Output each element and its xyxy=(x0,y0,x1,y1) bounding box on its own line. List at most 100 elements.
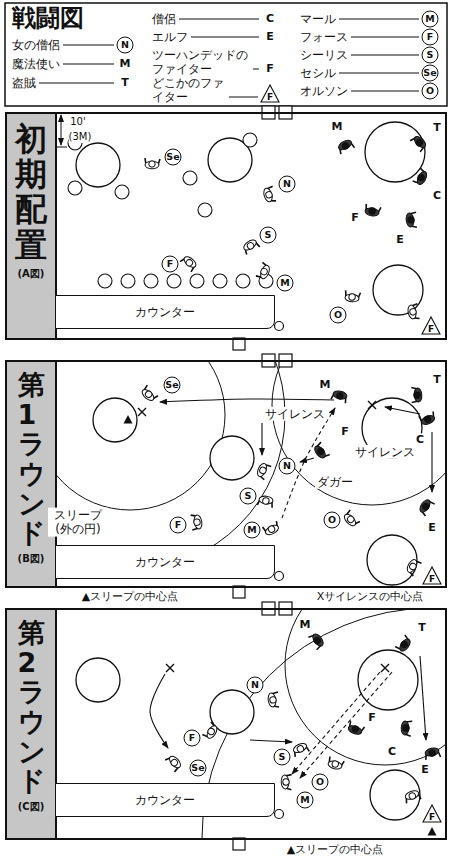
character-figure xyxy=(262,186,277,204)
figure-body xyxy=(337,138,353,151)
figure-head xyxy=(351,725,359,733)
caption-note: Xサイレンスの中心点 xyxy=(315,590,426,603)
figure-head xyxy=(296,745,305,754)
figure-head xyxy=(428,749,436,757)
character-figure xyxy=(140,385,158,403)
legend-dash xyxy=(351,55,419,56)
figure-body xyxy=(292,742,308,755)
figure-body xyxy=(342,512,357,527)
character-letter: M xyxy=(299,618,312,631)
legend-entry: シーリス xyxy=(300,48,348,62)
character-figure xyxy=(405,212,418,228)
character-figure xyxy=(190,513,203,530)
character-letter: F xyxy=(429,574,435,585)
character-letter: M xyxy=(422,11,439,28)
character-figure xyxy=(407,304,421,321)
character-letter: Se xyxy=(165,149,182,166)
figure-body xyxy=(182,255,198,270)
move-arrow xyxy=(300,458,314,462)
figure-head xyxy=(349,294,356,301)
figure-head xyxy=(403,725,410,732)
legend-entry: フォース xyxy=(300,30,348,44)
figure-body xyxy=(398,637,412,653)
panel-art xyxy=(7,362,445,585)
spell-label: サイレンス xyxy=(263,407,327,421)
character-figure xyxy=(327,757,344,771)
character-letter: E xyxy=(420,763,430,776)
panel-strip: 第1ラウンド(B図) xyxy=(7,362,57,586)
character-letter: O xyxy=(330,307,347,324)
chair xyxy=(213,274,227,288)
character-figure xyxy=(336,138,354,155)
panel-subtitle: (A図) xyxy=(7,267,55,281)
counter-label: カウンター xyxy=(135,792,195,809)
table xyxy=(370,770,420,820)
figure-body xyxy=(167,754,182,769)
figure-head xyxy=(316,447,325,456)
figure-body xyxy=(415,170,428,186)
move-arrow xyxy=(261,423,262,455)
chair xyxy=(243,133,257,147)
sleep-center xyxy=(428,827,437,836)
chair xyxy=(68,181,82,195)
character-letter: E xyxy=(395,233,405,246)
character-figure xyxy=(405,558,422,576)
counter-box: カウンター xyxy=(55,783,275,817)
figure-head xyxy=(409,562,418,571)
chair xyxy=(183,171,197,185)
figure-head xyxy=(265,191,273,199)
character-figure xyxy=(345,290,361,302)
character-figure xyxy=(263,520,281,536)
figure-head xyxy=(144,390,153,399)
figure-body xyxy=(259,495,274,504)
legend-entry: エルフ xyxy=(152,30,188,44)
character-letter: N xyxy=(279,176,296,193)
legend-dash xyxy=(339,73,419,74)
triangle-mark xyxy=(423,567,441,584)
character-letter: T xyxy=(417,621,427,634)
triangle-mark xyxy=(261,85,279,102)
character-letter: N xyxy=(279,458,296,475)
table xyxy=(365,122,425,182)
legend-dash xyxy=(253,69,259,70)
figure-head xyxy=(267,525,276,534)
legend-dash xyxy=(351,91,419,92)
round-panel: 第1ラウンド(B図)カウンター xyxy=(5,360,447,588)
caption-note: ▲スリープの中心点 xyxy=(285,843,385,856)
character-figure xyxy=(403,789,421,804)
figure-body xyxy=(405,213,414,228)
figure-body xyxy=(140,388,156,403)
figure-head xyxy=(260,267,268,275)
figure-body xyxy=(264,523,280,536)
character-letter: F xyxy=(184,730,201,747)
character-figure xyxy=(423,747,440,761)
character-letter: N xyxy=(117,37,134,54)
character-letter: S xyxy=(240,488,257,505)
character-figure xyxy=(308,631,326,649)
figure-head xyxy=(409,308,417,316)
figure-body xyxy=(418,498,432,514)
panel-strip: 初期配置(A図) xyxy=(7,114,57,338)
character-figure xyxy=(419,411,437,427)
character-letter: N xyxy=(247,677,264,694)
character-figure xyxy=(409,134,427,152)
character-letter: T xyxy=(432,121,442,134)
character-letter: F xyxy=(429,812,435,823)
spell-label: ダガー xyxy=(315,475,355,489)
figure-head xyxy=(259,466,267,474)
character-letter: F xyxy=(422,29,439,46)
character-letter: O xyxy=(312,774,329,791)
character-figure xyxy=(291,742,309,758)
character-figure xyxy=(145,158,160,169)
figure-head xyxy=(346,515,355,524)
character-figure xyxy=(267,692,280,708)
figure-body xyxy=(412,134,427,149)
counter-label: カウンター xyxy=(135,304,195,321)
table xyxy=(76,143,120,187)
legend-entry: どこかのファイター xyxy=(152,76,226,104)
character-letter: M xyxy=(277,275,294,292)
character-figure xyxy=(342,510,360,528)
dimension-line xyxy=(61,115,62,145)
character-letter: S xyxy=(422,47,439,64)
